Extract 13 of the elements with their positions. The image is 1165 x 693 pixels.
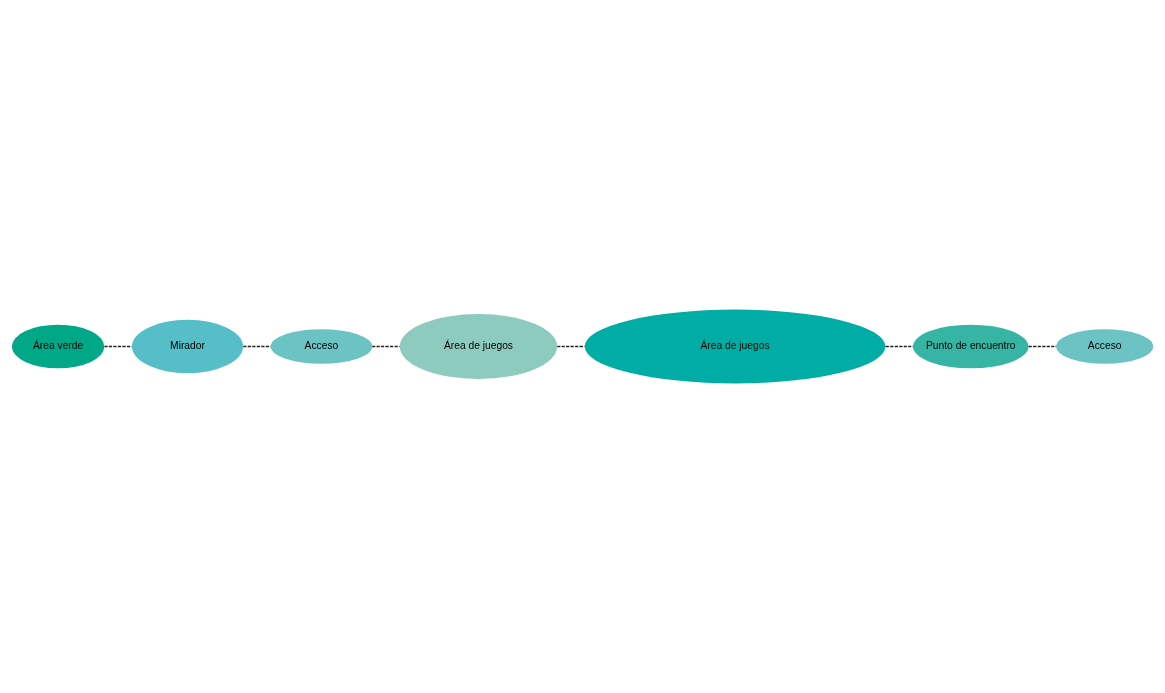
connector [371,345,401,348]
node-ellipse: Acceso [270,329,373,364]
node-ellipse: Área verde [11,324,105,369]
connector [103,345,133,348]
node-ellipse: Punto de encuentro [912,324,1029,369]
connector [1027,345,1057,348]
connector [884,345,914,348]
connector [242,345,272,348]
node-ellipse: Área de juegos [399,314,558,379]
node-ellipse: Área de juegos [584,309,886,384]
connector [556,345,586,348]
node-ellipse: Mirador [131,319,244,374]
node-ellipse: Acceso [1056,329,1154,364]
